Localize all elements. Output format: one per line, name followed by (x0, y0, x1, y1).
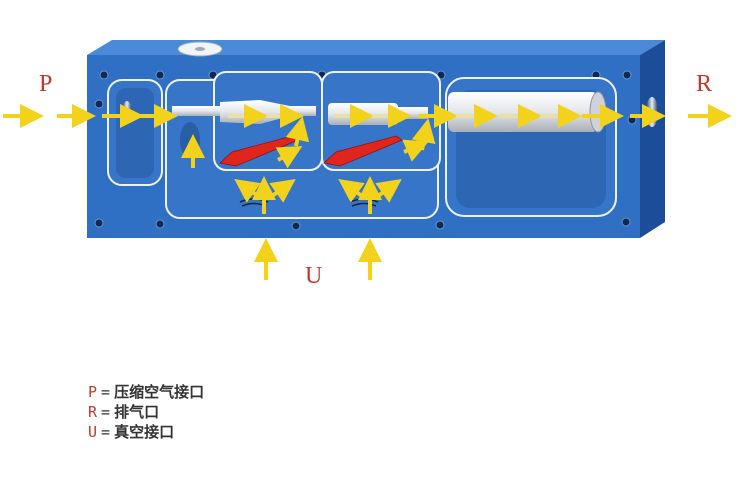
flow-arrows (3, 104, 732, 280)
exhaust-port-hole (646, 97, 658, 127)
body-side-face (640, 40, 665, 238)
silencer-tube (448, 91, 607, 133)
port-label-r: R (696, 71, 713, 97)
check-valve-2 (323, 135, 403, 167)
legend: P=压缩空气接口 R=排气口 U=真空接口 (88, 382, 204, 442)
port-label-u: U (305, 263, 323, 289)
legend-text-r: 排气口 (114, 403, 160, 421)
legend-text-u: 真空接口 (114, 423, 175, 441)
inlet-port-hole (122, 101, 132, 123)
legend-text-p: 压缩空气接口 (114, 383, 205, 401)
port-label-p: P (39, 71, 53, 97)
legend-row-r: R=排气口 (88, 403, 160, 421)
body-top-face (87, 40, 665, 55)
legend-row-p: P=压缩空气接口 (88, 383, 205, 401)
legend-row-u: U=真空接口 (88, 423, 175, 441)
vacuum-passage (180, 122, 200, 158)
